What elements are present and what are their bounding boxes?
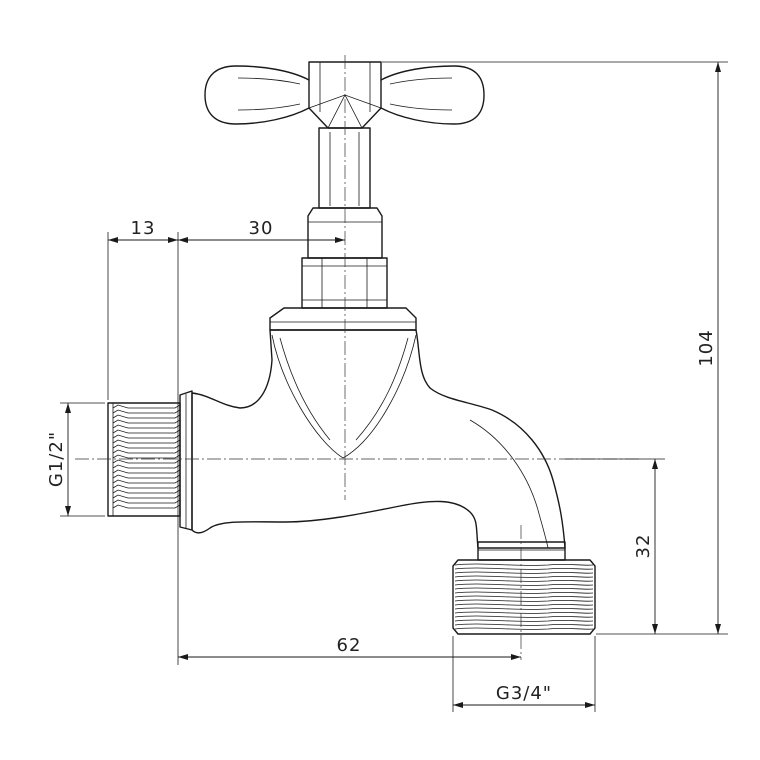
dim-inlet-thread: G1/2": [46, 403, 71, 516]
inlet-thread-ridge: [112, 474, 181, 479]
outlet-thread-ridge: [454, 603, 594, 606]
dim-label-g12: G1/2": [46, 431, 67, 487]
valve-body: [191, 329, 566, 561]
inlet-thread-ridge: [112, 504, 181, 509]
outlet-thread-ridge: [454, 571, 594, 574]
outlet-thread-ridge: [454, 623, 594, 626]
inlet-thread-ridge: [112, 419, 181, 424]
inlet-thread-ridge: [112, 469, 181, 474]
inlet-thread-ridge: [112, 439, 181, 444]
outlet-thread-ridge: [454, 579, 594, 582]
inlet-thread-ridge: [112, 449, 181, 454]
dim-outlet-thread: G3/4": [453, 683, 595, 708]
inlet-thread-ridge: [112, 464, 181, 469]
inlet-thread-ridge: [112, 429, 181, 434]
outlet-thread-ridge: [454, 591, 594, 594]
t-handle: [204, 61, 485, 129]
inlet-thread-ridge: [112, 409, 181, 414]
dim-outlet-height: 32: [633, 459, 658, 634]
inlet-thread-ridge: [112, 459, 181, 464]
outlet-thread-ridge: [454, 615, 594, 618]
outlet-thread: [452, 559, 596, 635]
inlet-thread-ridge: [112, 479, 181, 484]
inlet-thread-ridge: [112, 489, 181, 494]
inlet-thread-ridge: [112, 404, 181, 409]
bonnet-cap: [269, 307, 417, 331]
outlet-thread-ridge: [454, 575, 594, 578]
centerlines: [75, 55, 640, 660]
dim-handle-offset: 30: [178, 218, 345, 243]
dim-label-30: 30: [249, 218, 274, 239]
inlet-thread-ridge: [112, 414, 181, 419]
outlet-thread-ridge: [454, 607, 594, 610]
inlet-thread-ridge: [112, 499, 181, 504]
outlet-thread-ridge: [454, 587, 594, 590]
outlet-thread-ridge: [454, 619, 594, 622]
inlet-flange: [179, 390, 193, 531]
gland-nut: [301, 207, 388, 309]
outlet-thread-ridge: [454, 595, 594, 598]
inlet-thread-ridge: [112, 424, 181, 429]
outlet-thread-ridge: [454, 563, 594, 566]
dim-overall-height: 104: [696, 62, 721, 634]
outlet-thread-ridge: [454, 627, 594, 630]
outlet-thread-ridge: [454, 599, 594, 602]
dim-label-13: 13: [131, 218, 156, 239]
inlet-thread-ridge: [112, 454, 181, 459]
dim-label-62: 62: [337, 635, 362, 656]
dim-label-104: 104: [696, 329, 717, 366]
outlet-thread-ridge: [454, 611, 594, 614]
dim-inlet-length: 13: [108, 218, 178, 243]
dim-spout-reach: 62: [178, 635, 521, 660]
inlet-thread-ridge: [112, 444, 181, 449]
dim-label-32: 32: [633, 534, 654, 559]
inlet-thread-ridge: [112, 484, 181, 489]
inlet-thread-ridge: [112, 494, 181, 499]
inlet-thread: [107, 402, 181, 517]
outlet-thread-ridge: [454, 583, 594, 586]
extension-lines: [60, 61, 728, 712]
valve-stem: [318, 127, 371, 209]
inlet-thread-ridge: [112, 434, 181, 439]
outlet-thread-ridge: [454, 567, 594, 570]
dim-label-g34: G3/4": [496, 683, 552, 704]
